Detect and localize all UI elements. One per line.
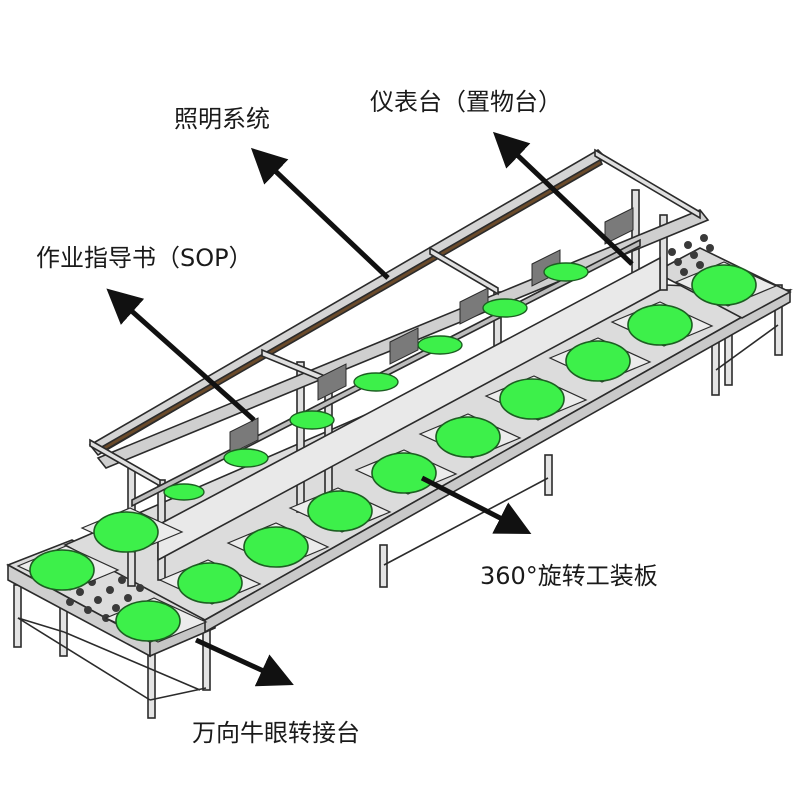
cross-beam (594, 148, 701, 220)
rotary-disc (115, 600, 181, 642)
cross-beam (429, 246, 499, 296)
rotary-disc (371, 452, 437, 494)
rotary-disc (565, 340, 631, 382)
rotary-disc (243, 526, 309, 568)
rotary-disc (627, 304, 693, 346)
label-transfer-table: 万向牛眼转接台 (192, 719, 360, 747)
arrow-lighting (250, 147, 390, 280)
rotary-disc (307, 490, 373, 532)
frame-post (659, 214, 668, 291)
label-sop: 作业指导书（SOP） (36, 244, 253, 272)
rotary-disc (93, 511, 159, 553)
rotary-disc (29, 549, 95, 591)
arrow-sop (106, 288, 256, 422)
label-instrument-table: 仪表台（置物台） (370, 88, 562, 116)
sop-shelf-panel (157, 256, 661, 562)
rotary-disc (691, 264, 757, 306)
label-rotary-board: 360°旋转工装板 (480, 562, 658, 590)
rotary-boards (16, 261, 778, 643)
arrow-instrument-table (492, 131, 634, 266)
rotary-disc (435, 416, 501, 458)
arrow-rotary-board (420, 475, 532, 534)
shelf-discs (163, 262, 589, 501)
ball-transfer-units-right (668, 234, 714, 276)
arrow-transfer-table (194, 637, 294, 687)
table-stretchers (17, 324, 779, 701)
label-lighting: 照明系统 (174, 105, 270, 133)
rotary-disc (177, 562, 243, 604)
rotary-disc (499, 378, 565, 420)
callout-arrows (106, 131, 634, 687)
